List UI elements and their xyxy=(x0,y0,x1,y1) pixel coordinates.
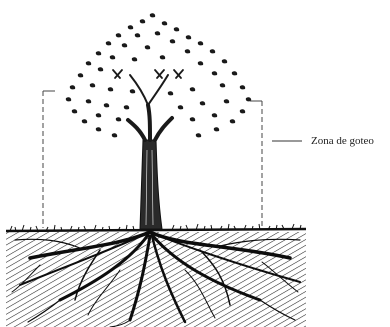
tree-branches xyxy=(113,70,183,140)
tree-trunk xyxy=(140,140,162,229)
drip-zone-label: Zona de goteo xyxy=(311,135,374,147)
